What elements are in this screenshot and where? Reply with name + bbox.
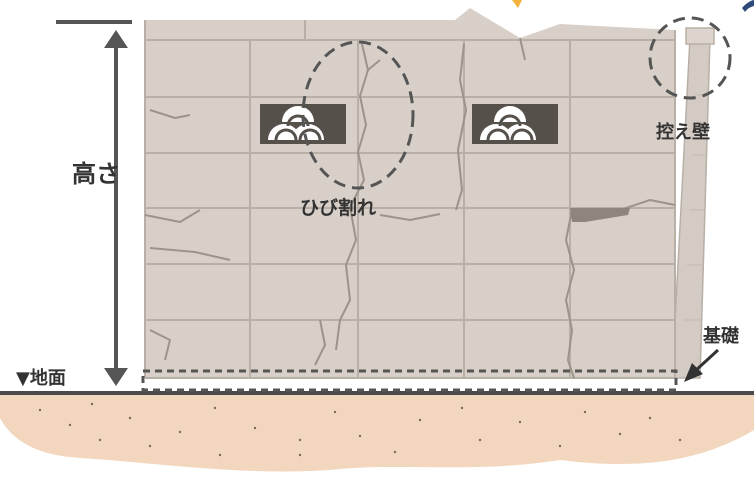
buttress-label: 控え壁	[656, 122, 710, 143]
soil	[0, 392, 754, 472]
crack-accent	[512, 0, 522, 8]
buttress-highlight	[648, 16, 732, 100]
ground-label: ▼地面	[16, 368, 66, 389]
foundation-label: 基礎	[703, 326, 739, 347]
soil-specks	[38, 402, 682, 457]
cracks	[144, 37, 676, 379]
crack-label: ひび割れ	[300, 197, 377, 219]
block-wall	[144, 8, 676, 379]
crack-highlight	[301, 40, 415, 190]
height-dimension	[56, 20, 132, 386]
height-label: 高さ	[72, 160, 120, 188]
foundation-outline	[141, 369, 678, 392]
buttress-cap	[685, 27, 715, 45]
vent-block-right	[472, 104, 558, 144]
corner-accent	[742, 0, 754, 12]
foundation-arrow	[684, 348, 720, 382]
